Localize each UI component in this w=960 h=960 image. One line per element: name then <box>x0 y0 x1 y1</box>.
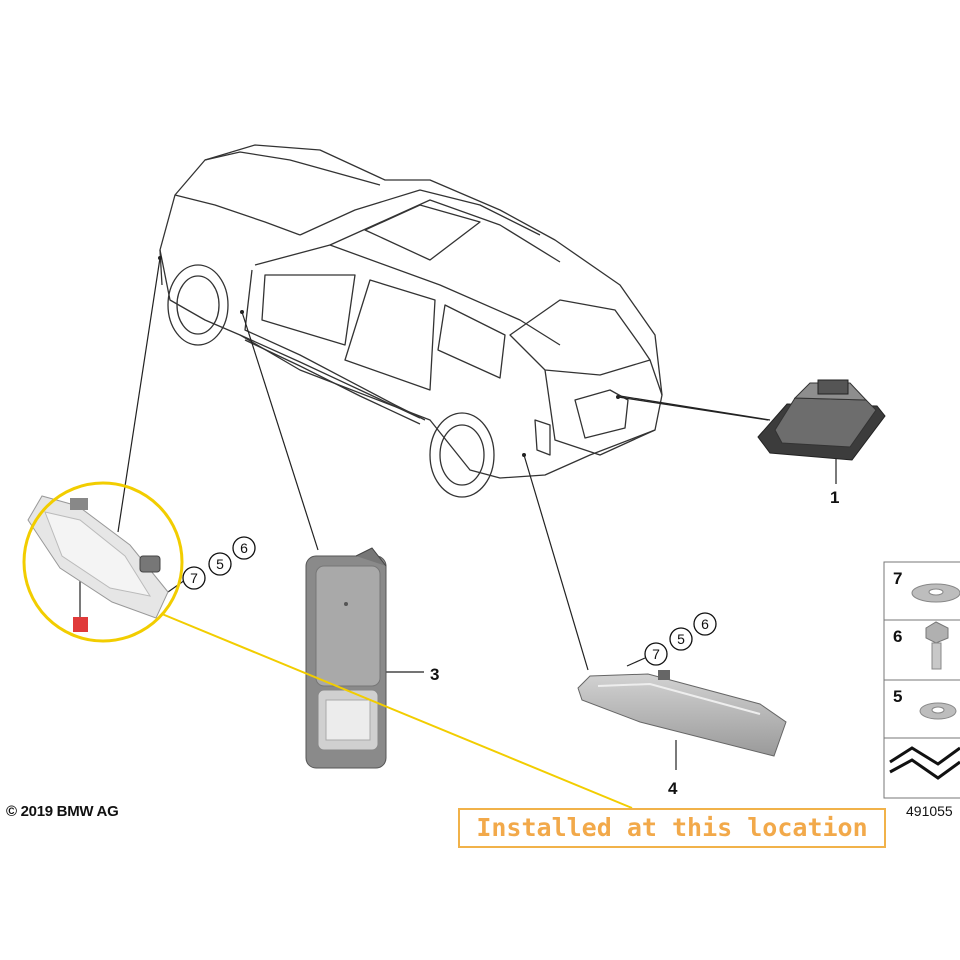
circled-refs-near-2: 7 5 6 <box>182 536 256 590</box>
turn-indicator <box>27 495 169 619</box>
install-location-note: Installed at this location <box>458 808 886 848</box>
small-parts-legend: 7 6 5 <box>883 561 960 799</box>
diagram-number: 491055 <box>906 803 953 819</box>
ref-6: 6 <box>240 540 248 556</box>
ref-7: 7 <box>652 646 660 662</box>
circled-refs-near-4: 7 5 6 <box>644 612 717 666</box>
ref-5: 5 <box>677 631 685 647</box>
legend-7: 7 <box>893 569 902 588</box>
ref-7: 7 <box>190 570 198 586</box>
legend-5: 5 <box>893 687 902 706</box>
leader-lines <box>79 257 837 770</box>
callout-1: 1 <box>830 488 839 507</box>
highlight-pointer-line <box>161 613 633 809</box>
legend-6: 6 <box>893 627 902 646</box>
vehicle-outline <box>159 144 663 498</box>
callout-3: 3 <box>430 665 439 684</box>
ref-6: 6 <box>701 616 709 632</box>
highlight-circle <box>22 481 184 643</box>
interior-light <box>305 547 387 769</box>
license-plate-light <box>757 379 886 461</box>
copyright-text: © 2019 BMW AG <box>6 803 119 820</box>
callout-4: 4 <box>668 779 678 798</box>
part2-marker <box>73 617 88 632</box>
ref-5: 5 <box>216 556 224 572</box>
anchor-dots <box>158 256 620 457</box>
side-marker-light <box>577 670 787 757</box>
